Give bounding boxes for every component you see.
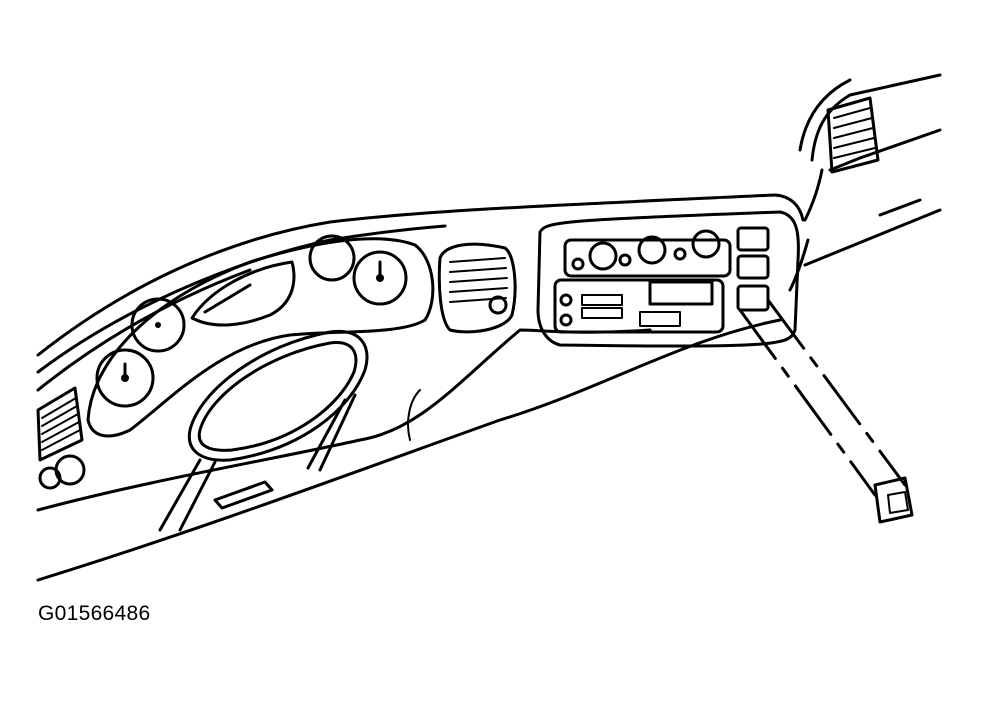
climate-knob-center[interactable]: [637, 235, 667, 265]
steering-wheel: [158, 329, 369, 532]
component-callout: [738, 298, 914, 524]
switch-middle[interactable]: [736, 254, 770, 280]
lower-panel-slot: [213, 480, 274, 510]
climate-knob-left[interactable]: [588, 241, 618, 271]
removed-switch-component: [873, 476, 914, 524]
switch-upper[interactable]: [736, 226, 770, 252]
speedometer: [190, 260, 296, 327]
center-air-vent: [437, 242, 517, 334]
gauge-left: [95, 348, 155, 408]
radio-display: [648, 280, 714, 306]
dashboard-outline: [36, 193, 805, 582]
climate-knob-right[interactable]: [691, 229, 721, 259]
gauge-top: [308, 234, 356, 282]
radio-knob-icon[interactable]: [559, 293, 573, 307]
passenger-air-vent: [826, 96, 880, 174]
figure-id-label: G01566486: [38, 602, 151, 625]
left-air-vent: [36, 386, 86, 490]
climate-control-panel: [563, 238, 732, 278]
instrument-cluster: [86, 234, 435, 438]
radio-unit: [553, 278, 725, 334]
center-stack: [536, 210, 800, 348]
passenger-side: [788, 73, 942, 292]
gauge-right: [352, 250, 408, 306]
gauge-small: [130, 297, 186, 353]
switch-lower[interactable]: [736, 284, 770, 312]
